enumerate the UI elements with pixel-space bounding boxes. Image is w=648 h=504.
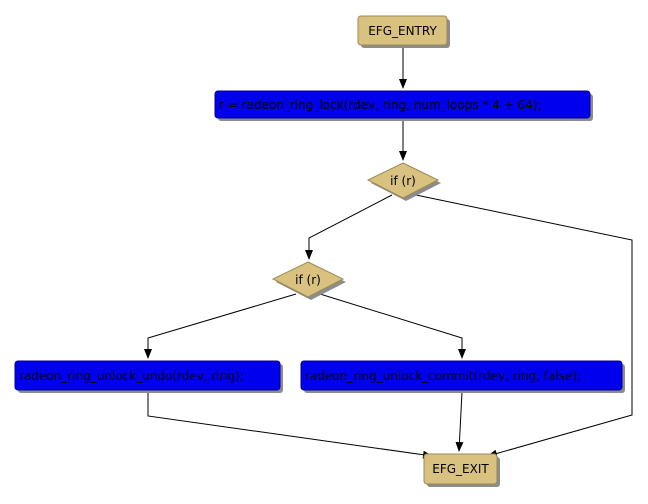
edge-cond2-to-undo: [144, 293, 297, 359]
exit-label: EFG_EXIT: [432, 462, 489, 476]
edges: [144, 46, 633, 459]
decision-2-label: if (r): [295, 273, 321, 287]
edge-commit-to-exit: [455, 391, 464, 452]
undo-statement-node: radeon_ring_unlock_undo(rdev, ring);: [14, 360, 283, 393]
exit-node: EFG_EXIT: [423, 453, 500, 487]
edge-undo-to-exit: [147, 392, 433, 459]
entry-label: EFG_ENTRY: [368, 24, 437, 38]
decision-1-node: if (r): [366, 162, 441, 201]
commit-statement-label: radeon_ring_unlock_commit(rdev, ring, fa…: [305, 369, 581, 383]
commit-statement-node: radeon_ring_unlock_commit(rdev, ring, fa…: [300, 360, 625, 393]
edge-cond1-to-cond2: [305, 194, 393, 260]
edge-cond1-to-exit: [415, 194, 633, 458]
lock-statement-label: r = radeon_ring_lock(rdev, ring, num_loo…: [219, 98, 542, 112]
decision-2-node: if (r): [271, 261, 346, 300]
decision-1-label: if (r): [390, 174, 416, 188]
lock-statement-node: r = radeon_ring_lock(rdev, ring, num_loo…: [214, 90, 593, 121]
edge-cond2-to-commit: [319, 293, 466, 359]
entry-node: EFG_ENTRY: [357, 15, 450, 48]
undo-statement-label: radeon_ring_unlock_undo(rdev, ring);: [19, 369, 244, 383]
